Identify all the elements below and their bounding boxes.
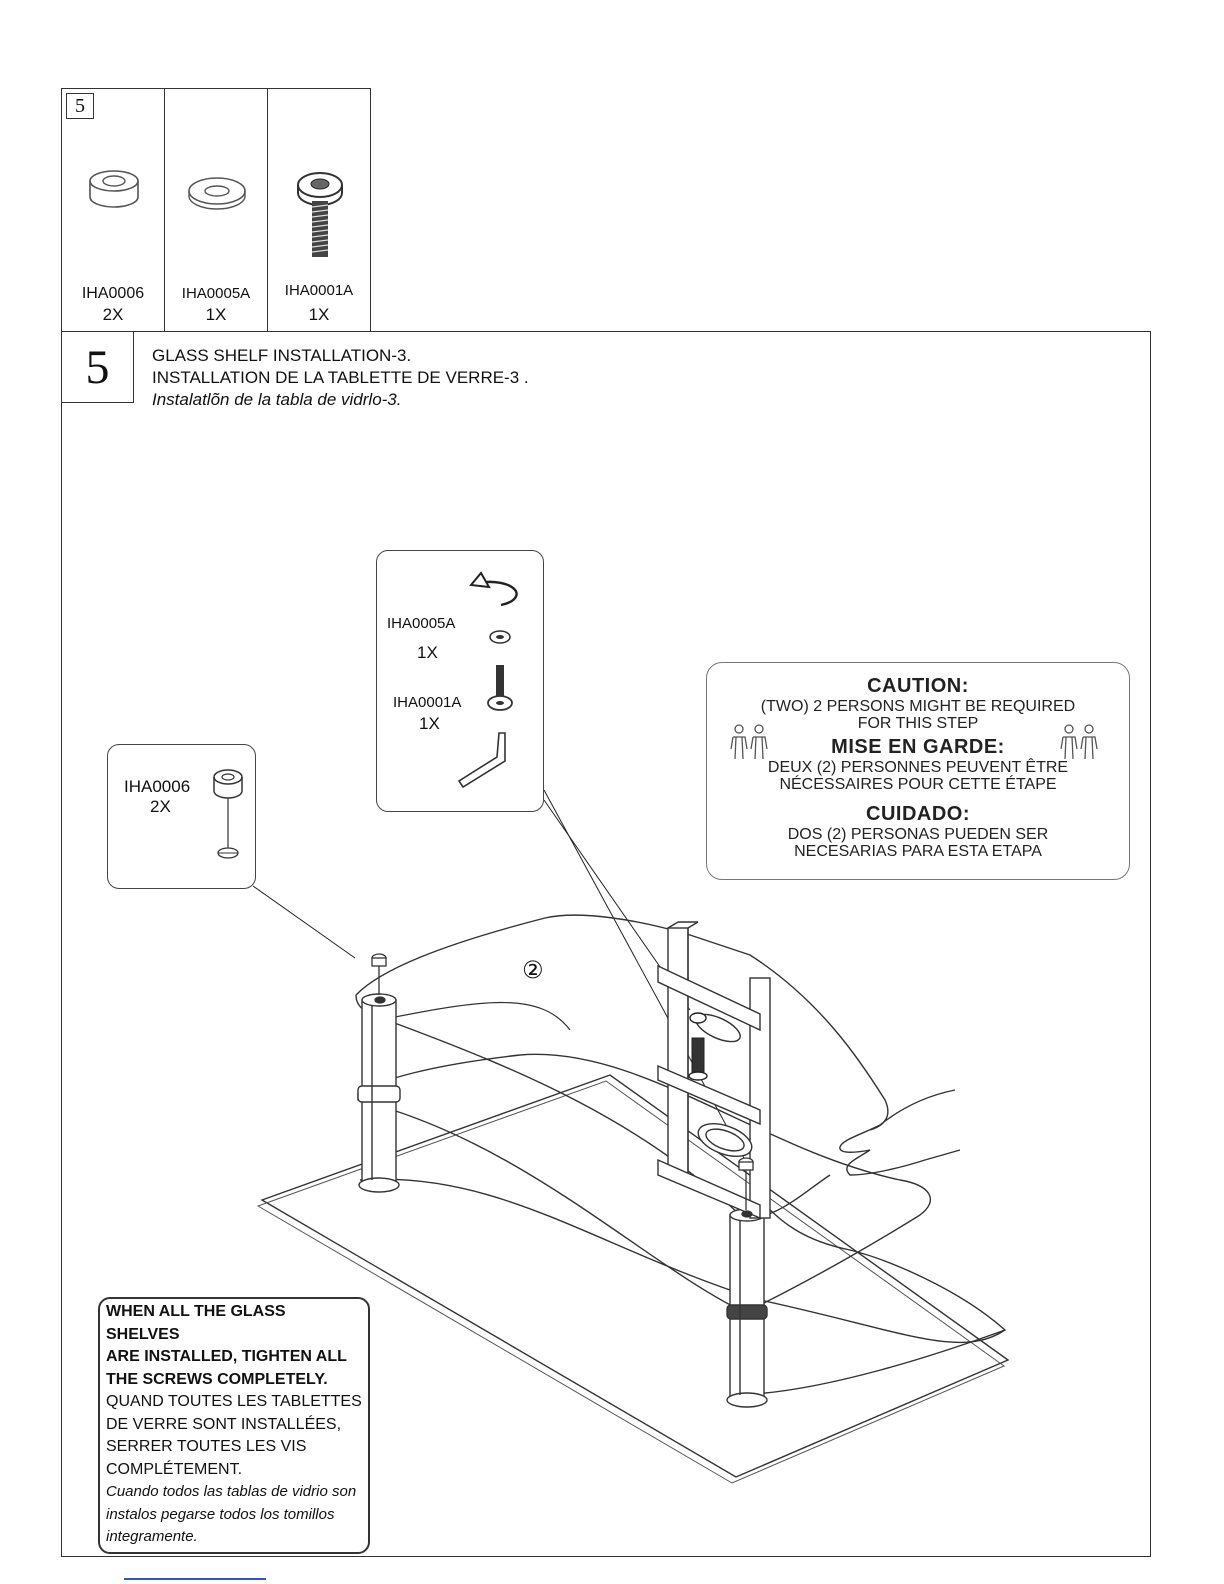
note-es-1: Cuando todos las tablas de vidrio son [106, 1483, 357, 1500]
two-persons-icon [730, 724, 768, 760]
part-qty: 1X [205, 305, 227, 324]
leader-line [252, 885, 356, 959]
spacer-code: IHA0006 [124, 777, 191, 796]
spacer-icon [89, 170, 139, 208]
two-persons-icon [1060, 724, 1098, 760]
rotate-arrow-icon [469, 571, 518, 607]
title-es: Instalatlõn de la tabla de vidrlo-3. [152, 390, 402, 409]
bolt-icon [487, 665, 513, 711]
part-code: IHA0005A [181, 285, 251, 302]
caution-text-es-1: DOS (2) PERSONAS PUEDEN SER [787, 826, 1049, 843]
caution-heading-es: CUIDADO: [866, 803, 970, 825]
column-left [357, 993, 401, 1193]
spacer-callout: IHA0006 2X [107, 744, 256, 889]
bolt-code: IHA0001A [393, 694, 462, 711]
caution-text-es-2: NECESARIAS PARA ESTA ETAPA [794, 843, 1042, 860]
glass-shelf-top [355, 914, 889, 1218]
part-cell-washer: IHA0005A 1X [164, 88, 268, 332]
washer-qty: 1X [417, 643, 438, 662]
bolt-qty: 1X [419, 714, 440, 733]
bolt-inserted [688, 1012, 708, 1081]
caution-heading-fr: MISE EN GARDE: [831, 736, 1005, 758]
part-code: IHA0001A [284, 282, 354, 299]
link-underline [124, 1578, 266, 1580]
washer-icon [188, 177, 246, 210]
spacer-right [738, 1157, 754, 1218]
glass-shelf-middle [357, 1053, 932, 1311]
note-fr-1: QUAND TOUTES LES TABLETTES [106, 1393, 362, 1410]
note-es-3: integramente. [106, 1528, 198, 1545]
bolt-icon [297, 172, 343, 257]
note-en-2: ARE INSTALLED, TIGHTEN ALL [106, 1348, 347, 1365]
back-post [657, 921, 771, 1220]
part-qty: 2X [102, 305, 124, 324]
caution-heading-en: CAUTION: [867, 675, 969, 697]
part-qty: 1X [308, 305, 330, 324]
glass-shelf-bottom [359, 1178, 1007, 1344]
floor-mat [260, 1074, 1010, 1478]
title-fr: INSTALLATION DE LA TABLETTE DE VERRE-3 . [152, 368, 529, 387]
parts-step-number: 5 [66, 93, 94, 119]
note-fr-2: DE VERRE SONT INSTALLÉES, [106, 1415, 342, 1433]
note-es-2: instalos pegarse todos los tomillos [106, 1505, 335, 1523]
spacer-qty: 2X [150, 797, 171, 816]
note-fr-3: SERRER TOUTES LES VIS [106, 1438, 307, 1455]
washer-icon [489, 630, 511, 644]
note-en-3: THE SCREWS COMPLETELY. [106, 1370, 328, 1388]
note-en-1: WHEN ALL THE GLASS SHELVES [106, 1303, 286, 1343]
hardware-callout: IHA0005A 1X IHA0001A 1X [376, 550, 544, 812]
caution-box: CAUTION: (TWO) 2 PERSONS MIGHT BE REQUIR… [706, 662, 1130, 880]
spacer-top-left [371, 953, 387, 1004]
caution-text-fr-1: DEUX (2) PERSONNES PEUVENT ÊTRE [767, 759, 1069, 776]
caution-text-en-1: (TWO) 2 PERSONS MIGHT BE REQUIRED [760, 698, 1076, 715]
note-fr-4: COMPLÉTEMENT. [106, 1460, 243, 1478]
title-en: GLASS SHELF INSTALLATION-3. [152, 346, 412, 365]
part-code: IHA0006 [81, 285, 145, 302]
part-cell-bolt: IHA0001A 1X [267, 88, 371, 332]
step-frame [61, 331, 1151, 1557]
washer-code: IHA0005A [387, 615, 456, 632]
caution-text-en-2: FOR THIS STEP [857, 715, 979, 732]
step-number: 5 [61, 331, 134, 403]
tighten-note: WHEN ALL THE GLASS SHELVES ARE INSTALLED… [98, 1297, 370, 1554]
hand [839, 1089, 961, 1176]
caution-text-fr-2: NÉCESSAIRES POUR CETTE ÉTAPE [779, 776, 1057, 793]
spacer-icon [213, 769, 243, 859]
allen-key-icon [457, 732, 506, 789]
shelf-number: ② [522, 956, 544, 984]
column-right [726, 1208, 768, 1408]
